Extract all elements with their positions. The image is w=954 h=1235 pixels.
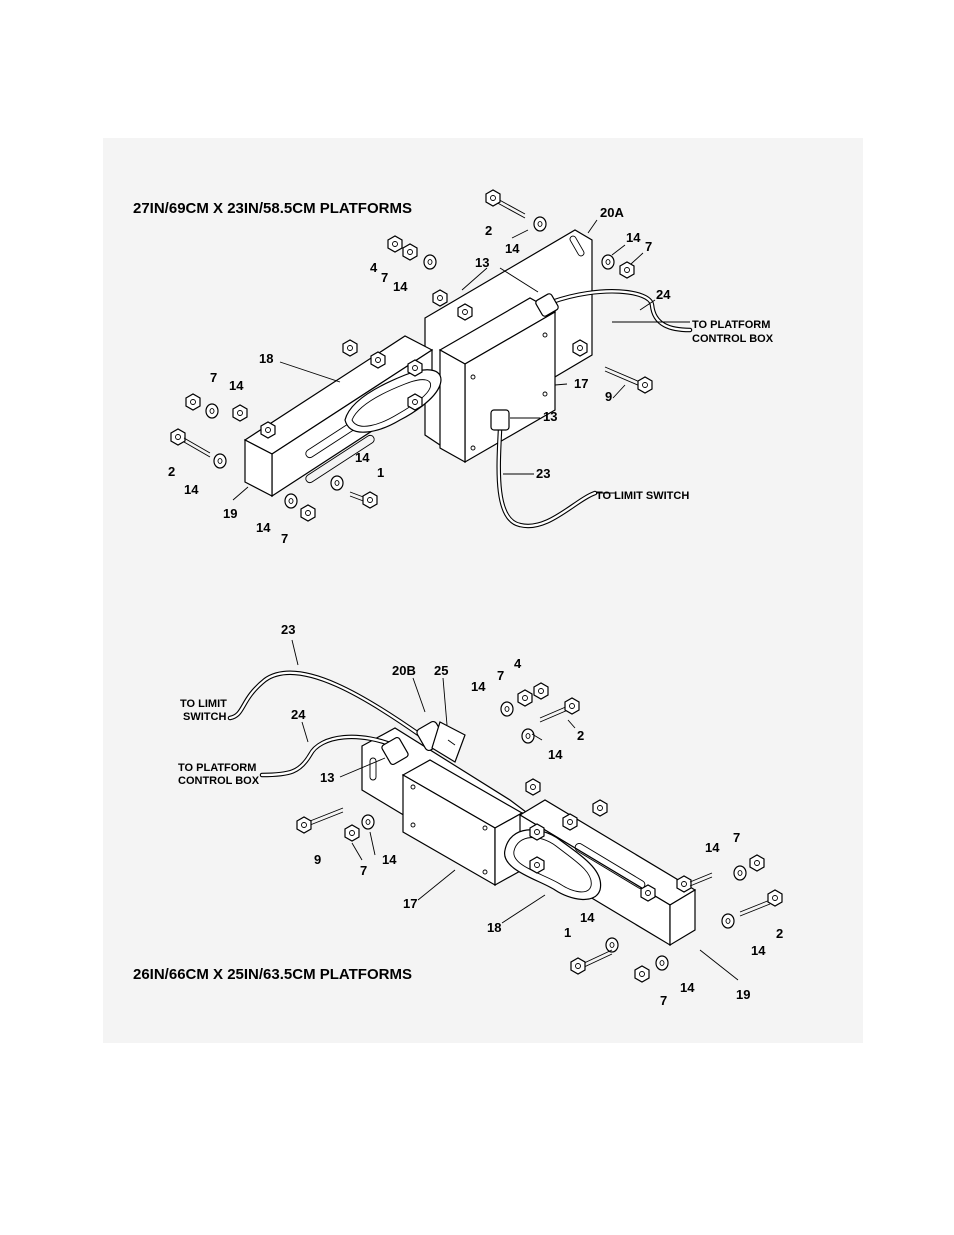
note-to-limit: TO LIMIT [180, 698, 227, 710]
note-control-box: CONTROL BOX [692, 333, 774, 345]
junction-box-17 [401, 759, 524, 887]
strain-relief-13-upper [535, 293, 559, 317]
callout-14: 14 [355, 450, 370, 465]
junction-box-17 [438, 297, 557, 464]
callout-14: 14 [393, 279, 408, 294]
callout-14: 14 [580, 910, 595, 925]
callout-20a: 20A [600, 205, 624, 220]
callout-17: 17 [574, 376, 588, 391]
callout-14: 14 [382, 852, 397, 867]
cable-24 [259, 734, 403, 778]
callout-14: 14 [256, 520, 271, 535]
plate-slot [369, 757, 377, 781]
callout-14: 14 [705, 840, 720, 855]
callout-1: 1 [377, 465, 384, 480]
callout-7: 7 [497, 668, 504, 683]
strain-relief-13 [381, 736, 409, 766]
callout-4: 4 [370, 260, 378, 275]
upper-view-title: 27IN/69CM X 23IN/58.5CM PLATFORMS [133, 200, 412, 217]
callout-13: 13 [320, 770, 334, 785]
callout-13: 13 [475, 255, 489, 270]
callout-13: 13 [543, 409, 557, 424]
upper-fasteners [170, 189, 653, 522]
plate-slot [569, 235, 585, 257]
callout-25: 25 [434, 663, 448, 678]
callout-7: 7 [381, 270, 388, 285]
callout-7: 7 [645, 239, 652, 254]
callout-18: 18 [259, 351, 273, 366]
note-to-limit-switch: TO LIMIT SWITCH [596, 490, 689, 502]
callout-2: 2 [577, 728, 584, 743]
callout-18: 18 [487, 920, 501, 935]
lower-fasteners [296, 682, 783, 983]
callout-23: 23 [281, 622, 295, 637]
callout-17: 17 [403, 896, 417, 911]
cable-23 [227, 670, 423, 738]
connector-25 [416, 720, 466, 763]
callout-24: 24 [291, 707, 306, 722]
callout-14: 14 [751, 943, 766, 958]
callout-7: 7 [660, 993, 667, 1008]
callout-1: 1 [564, 925, 571, 940]
callout-14: 14 [184, 482, 199, 497]
callout-14: 14 [471, 679, 486, 694]
callout-4: 4 [514, 656, 522, 671]
callout-23: 23 [536, 466, 550, 481]
note-to-platform: TO PLATFORM [692, 319, 770, 331]
lower-assembly: 26IN/66CM X 25IN/63.5CM PLATFORMS [133, 622, 783, 1008]
callout-9: 9 [314, 852, 321, 867]
callout-7: 7 [360, 863, 367, 878]
callout-20b: 20B [392, 663, 416, 678]
callout-7: 7 [281, 531, 288, 546]
callout-14: 14 [505, 241, 520, 256]
note-to-platform: TO PLATFORM [178, 762, 256, 774]
callout-14: 14 [229, 378, 244, 393]
lower-view-title: 26IN/66CM X 25IN/63.5CM PLATFORMS [133, 966, 412, 983]
callout-7: 7 [210, 370, 217, 385]
callout-14: 14 [680, 980, 695, 995]
strain-relief-13-lower [490, 409, 510, 431]
callout-19: 19 [736, 987, 750, 1002]
callout-9: 9 [605, 389, 612, 404]
callout-24: 24 [656, 287, 671, 302]
upper-assembly: 27IN/69CM X 23IN/58.5CM PLATFORMS [133, 189, 774, 546]
upper-callouts: 2 20A 14 14 7 4 7 14 13 24 18 17 9 7 14 … [168, 205, 671, 546]
note-control-box: CONTROL BOX [178, 775, 260, 787]
callout-14: 14 [548, 747, 563, 762]
lower-leaders [291, 639, 739, 981]
handle-18 [344, 369, 442, 433]
lower-callouts: 23 20B 25 4 7 14 24 2 14 13 9 7 14 7 14 … [281, 622, 783, 1008]
callout-2: 2 [168, 464, 175, 479]
callout-14: 14 [626, 230, 641, 245]
callout-19: 19 [223, 506, 237, 521]
callout-2: 2 [776, 926, 783, 941]
callout-2: 2 [485, 223, 492, 238]
note-switch: SWITCH [183, 711, 226, 723]
cable-23 [496, 427, 598, 529]
callout-7: 7 [733, 830, 740, 845]
upper-leaders [232, 219, 690, 501]
